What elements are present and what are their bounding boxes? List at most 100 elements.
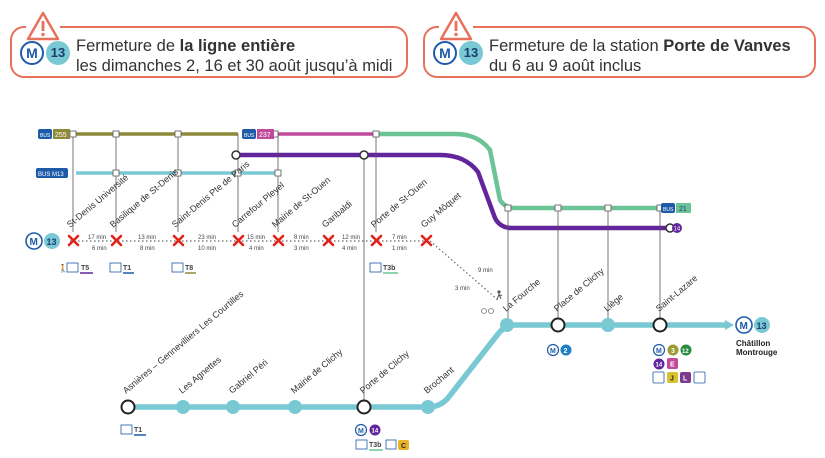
svg-text:M: M bbox=[656, 348, 662, 355]
closed-x-mairie-st-ouen bbox=[272, 234, 285, 247]
walk-time: 12 min bbox=[342, 235, 360, 241]
bus-stop-marker bbox=[274, 169, 282, 177]
svg-text:T1: T1 bbox=[123, 265, 131, 272]
svg-text:T3b: T3b bbox=[369, 442, 381, 449]
bus-stop-marker bbox=[504, 204, 512, 212]
station-guy-moquet: Guy Môquet bbox=[419, 190, 463, 229]
svg-text:BUS: BUS bbox=[40, 133, 51, 139]
line-14-route bbox=[236, 152, 670, 231]
closed-x-pleyel bbox=[232, 234, 245, 247]
svg-text:BUS: BUS bbox=[663, 207, 674, 213]
walk-time: 17 min bbox=[88, 235, 106, 241]
bus-m13-badge: BUS M13 bbox=[36, 168, 68, 178]
bike-icon bbox=[481, 308, 494, 314]
svg-text:21: 21 bbox=[679, 206, 687, 213]
bus-stop-marker bbox=[112, 169, 120, 177]
svg-text:🚶: 🚶 bbox=[58, 263, 68, 273]
metro-icon: M bbox=[20, 41, 44, 65]
svg-text:13: 13 bbox=[47, 237, 57, 247]
station-node-brochant bbox=[421, 400, 435, 414]
svg-text:E: E bbox=[670, 362, 675, 369]
connections-porte-st-ouen: T3b bbox=[369, 262, 398, 274]
station-saint-lazare: Saint-Lazare bbox=[654, 273, 700, 313]
line-14-badge: 14 bbox=[672, 223, 682, 233]
station-courtilles: Asnières – Gennevilliers Les Courtilles bbox=[121, 289, 246, 396]
walk-time: 13 min bbox=[138, 235, 156, 241]
bike-time: 3 min bbox=[294, 246, 309, 252]
closed-x-st-denis bbox=[67, 234, 80, 247]
station-node-place-de-clichy bbox=[550, 317, 566, 333]
bus-stop-marker bbox=[372, 130, 380, 138]
connections-place-de-clichy: M 2 bbox=[546, 343, 572, 357]
bike-time: 1 min bbox=[392, 246, 407, 252]
svg-text:C: C bbox=[401, 443, 406, 450]
svg-text:3: 3 bbox=[671, 348, 675, 355]
svg-text:M: M bbox=[358, 428, 364, 435]
station-garibaldi: Garibaldi bbox=[320, 199, 354, 230]
interchange-node bbox=[231, 150, 241, 160]
station-node-liege bbox=[601, 318, 615, 332]
bus-stop-marker bbox=[554, 204, 562, 212]
metro-icon: M bbox=[433, 41, 457, 65]
station-gabriel-peri: Gabriel Péri bbox=[227, 357, 270, 395]
notice-line-closure: M 13 Fermeture de la ligne entière les d… bbox=[10, 11, 408, 78]
bus-stop-marker bbox=[234, 169, 242, 177]
closed-station-markers bbox=[67, 234, 433, 247]
svg-text:T3b: T3b bbox=[383, 265, 395, 272]
notice-text: Fermeture de la ligne entière les dimanc… bbox=[76, 37, 393, 75]
bike-time: 6 min bbox=[92, 246, 107, 252]
svg-text:255: 255 bbox=[55, 132, 67, 139]
connections-saint-lazare: M 3 12 14 E J L bbox=[652, 343, 706, 384]
station-place-de-clichy: Place de Clichy bbox=[552, 266, 606, 314]
connections-pte-paris: T8 bbox=[171, 262, 196, 274]
walk-time: 23 min bbox=[198, 235, 216, 241]
svg-text:BUS M13: BUS M13 bbox=[38, 172, 64, 178]
bike-time: 8 min bbox=[140, 246, 155, 252]
bus-stop-marker bbox=[174, 169, 182, 177]
bike-time: 4 min bbox=[342, 246, 357, 252]
connections-porte-de-clichy: M 14 T3b C bbox=[354, 423, 409, 451]
svg-text:14: 14 bbox=[674, 227, 681, 233]
station-mairie-de-clichy: Mairie de Clichy bbox=[289, 346, 345, 395]
direction-arrow bbox=[725, 320, 734, 330]
m13-closed-branch-badge: M 13 bbox=[25, 232, 60, 250]
closed-x-basilique bbox=[110, 234, 123, 247]
walk-path-to-fourche bbox=[429, 240, 499, 301]
bus-stop-marker bbox=[604, 204, 612, 212]
bus-255-badge: BUS 255 bbox=[38, 129, 70, 139]
svg-text:BUS: BUS bbox=[244, 133, 255, 139]
station-node-la-fourche bbox=[500, 318, 514, 332]
svg-text:L: L bbox=[683, 376, 688, 383]
bus-green-route bbox=[376, 131, 660, 211]
svg-text:14: 14 bbox=[372, 429, 379, 435]
station-les-agnettes: Les Agnettes bbox=[177, 354, 224, 395]
station-la-fourche: La Fourche bbox=[501, 277, 542, 314]
station-node-saint-lazare bbox=[652, 317, 668, 333]
station-node-mairie-de-clichy bbox=[288, 400, 302, 414]
svg-text:M: M bbox=[550, 348, 556, 355]
closed-x-porte-st-ouen bbox=[370, 234, 383, 247]
svg-text:13: 13 bbox=[757, 321, 767, 331]
connections-basilique: T1 bbox=[109, 262, 134, 274]
svg-text:J: J bbox=[670, 376, 674, 383]
station-node-courtilles bbox=[120, 399, 136, 415]
svg-text:2: 2 bbox=[564, 348, 568, 355]
station-liege: Liège bbox=[602, 292, 625, 314]
svg-text:T1: T1 bbox=[134, 427, 142, 434]
bike-time: 3 min bbox=[455, 286, 470, 292]
line-13-badge: 13 bbox=[459, 41, 483, 65]
station-node-porte-de-clichy bbox=[356, 399, 372, 415]
bus-stop-marker bbox=[174, 130, 182, 138]
svg-text:M: M bbox=[30, 237, 38, 248]
destination-name-1: Châtillon bbox=[736, 339, 770, 348]
connections-courtilles: T1 bbox=[120, 424, 146, 436]
station-node-gabriel-peri bbox=[226, 400, 240, 414]
svg-text:237: 237 bbox=[259, 132, 271, 139]
svg-text:14: 14 bbox=[656, 363, 663, 369]
line-13-badge: 13 bbox=[46, 41, 70, 65]
connections-st-denis: 🚶 T5 bbox=[58, 262, 93, 274]
bus-237-badge: BUS 237 bbox=[242, 129, 274, 139]
svg-text:12: 12 bbox=[682, 349, 689, 355]
warning-icon bbox=[439, 11, 473, 41]
